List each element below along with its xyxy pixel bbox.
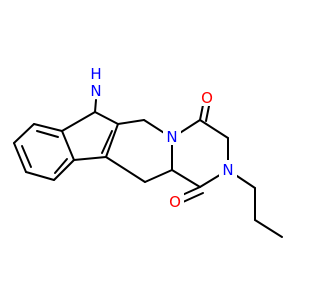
bond: [33, 123, 63, 132]
bond: [54, 158, 68, 174]
bond: [61, 111, 96, 132]
atom-label-ring-nitrogen: N: [166, 128, 177, 146]
atom-label-bottom-oxygen: O: [169, 193, 181, 211]
bond-layer: [13, 99, 283, 238]
bond: [94, 99, 97, 113]
bond: [199, 119, 229, 139]
hydrogen-label-nh: H: [90, 65, 101, 83]
bond: [61, 130, 75, 161]
bond: [13, 142, 27, 173]
atom-background: [166, 192, 184, 210]
bond: [13, 123, 35, 144]
bond: [254, 219, 283, 238]
atom-label-top-oxygen: O: [201, 89, 213, 107]
atom-label-nh: N: [90, 82, 101, 100]
bond: [73, 156, 107, 161]
bond: [36, 130, 59, 138]
atom-label-propyl-nitrogen: N: [222, 161, 233, 179]
atom-background: [86, 80, 106, 102]
bond: [171, 169, 201, 188]
atom-background: [219, 160, 237, 178]
bond: [182, 192, 204, 203]
bond: [101, 130, 113, 154]
bond: [53, 159, 75, 181]
bond: [105, 156, 146, 183]
bond: [94, 111, 119, 125]
atom-background: [198, 88, 216, 106]
bond: [25, 171, 55, 181]
bond: [105, 123, 119, 158]
bond: [117, 119, 145, 125]
bond: [21, 145, 32, 168]
atom-background: [163, 127, 181, 145]
bond: [144, 169, 173, 183]
molecule-structure: N H N N O O: [13, 65, 283, 238]
